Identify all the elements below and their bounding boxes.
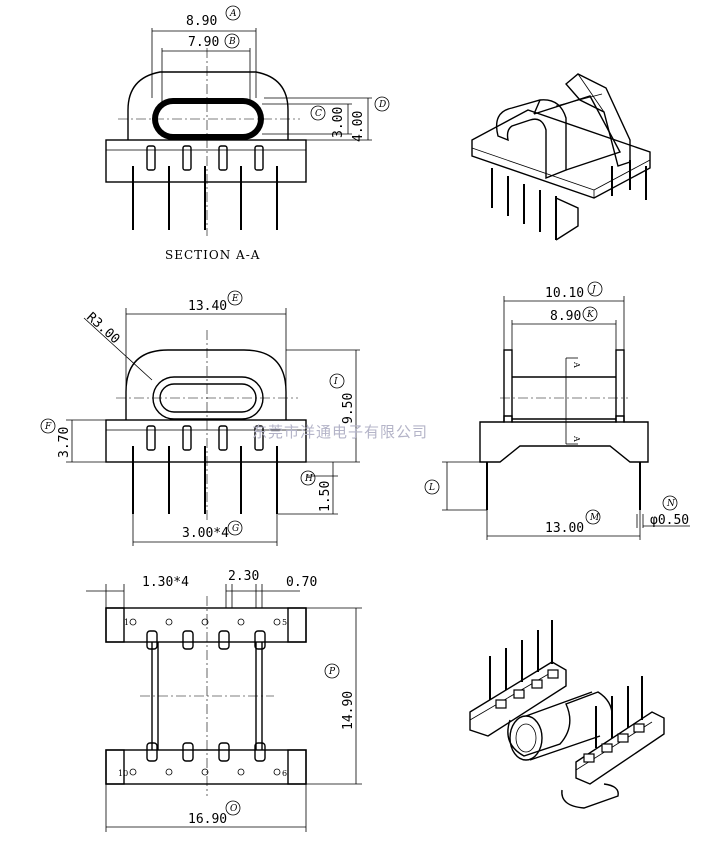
callout-e: E bbox=[227, 290, 243, 306]
bottom-view: 1 5 6 10 1.30*4 2.30 0.70 14.90 16.90 bbox=[86, 569, 362, 832]
svg-text:F: F bbox=[44, 422, 52, 432]
callout-n: N bbox=[662, 495, 678, 511]
side-view: A A 10.10 8.90 13.00 φ0.50 bbox=[442, 286, 690, 540]
callout-j: J bbox=[587, 281, 603, 297]
dim-pitch-value: 1.30*4 bbox=[142, 575, 189, 590]
svg-text:N: N bbox=[666, 499, 676, 509]
callout-f: F bbox=[40, 418, 56, 434]
svg-text:P: P bbox=[328, 667, 336, 677]
callout-i: I bbox=[329, 373, 345, 389]
pin-number-6: 6 bbox=[282, 769, 287, 778]
pin-number-1: 1 bbox=[124, 618, 129, 627]
svg-text:D: D bbox=[378, 100, 386, 110]
svg-text:A: A bbox=[229, 9, 237, 19]
dim-h-value: 1.50 bbox=[318, 481, 333, 512]
svg-text:O: O bbox=[230, 804, 238, 814]
callout-h: H bbox=[300, 470, 316, 486]
callout-b: B bbox=[224, 33, 240, 49]
callout-k: K bbox=[582, 306, 598, 322]
dim-n-value: φ0.50 bbox=[650, 513, 689, 528]
section-mark-top: A bbox=[572, 361, 581, 368]
callout-m: M bbox=[585, 509, 601, 525]
section-view: 8.90 7.90 3.00 4.00 SECTION A-A bbox=[105, 14, 372, 262]
dim-k-value: 8.90 bbox=[550, 309, 581, 324]
dim-gap-value: 2.30 bbox=[228, 569, 259, 584]
dim-a-value: 8.90 bbox=[186, 14, 217, 29]
callout-l: L bbox=[424, 479, 440, 495]
company-watermark: 东莞市洋通电子有限公司 bbox=[252, 423, 428, 441]
svg-text:E: E bbox=[231, 294, 239, 304]
callout-o: O bbox=[225, 800, 241, 816]
dim-g-value: 3.00*4 bbox=[182, 526, 229, 541]
dim-r-value: R3.00 bbox=[83, 310, 122, 347]
dim-p-value: 14.90 bbox=[341, 691, 356, 730]
dim-o-value: 16.90 bbox=[188, 812, 227, 827]
svg-text:M: M bbox=[589, 513, 600, 523]
pin-number-5: 5 bbox=[282, 618, 287, 627]
dim-d-value: 4.00 bbox=[351, 111, 366, 142]
dim-f-value: 3.70 bbox=[57, 427, 72, 458]
svg-text:H: H bbox=[304, 474, 313, 484]
svg-text:L: L bbox=[428, 483, 435, 493]
dim-j-value: 10.10 bbox=[545, 286, 584, 301]
dim-slot-value: 0.70 bbox=[286, 575, 317, 590]
dim-b-value: 7.90 bbox=[188, 35, 219, 50]
isometric-view-top bbox=[471, 73, 651, 241]
svg-text:C: C bbox=[315, 109, 322, 119]
svg-text:K: K bbox=[586, 310, 595, 320]
callout-letters: A B C D E F G H I J K L M N O P bbox=[40, 5, 678, 816]
dim-e-value: 13.40 bbox=[188, 299, 227, 314]
dim-m-value: 13.00 bbox=[545, 521, 584, 536]
callout-c: C bbox=[310, 105, 326, 121]
dim-i-value: 9.50 bbox=[341, 393, 356, 424]
isometric-view-bottom bbox=[469, 620, 665, 809]
section-mark-bottom: A bbox=[572, 435, 581, 442]
svg-text:B: B bbox=[228, 37, 236, 47]
dim-c-value: 3.00 bbox=[331, 107, 346, 138]
section-title: SECTION A-A bbox=[165, 248, 260, 262]
svg-text:I: I bbox=[333, 377, 338, 387]
callout-a: A bbox=[225, 5, 241, 21]
callout-d: D bbox=[374, 96, 390, 112]
svg-text:J: J bbox=[590, 285, 597, 295]
callout-p: P bbox=[324, 663, 340, 679]
pin-number-10: 10 bbox=[118, 769, 128, 778]
svg-text:G: G bbox=[232, 524, 239, 534]
callout-g: G bbox=[227, 520, 243, 536]
